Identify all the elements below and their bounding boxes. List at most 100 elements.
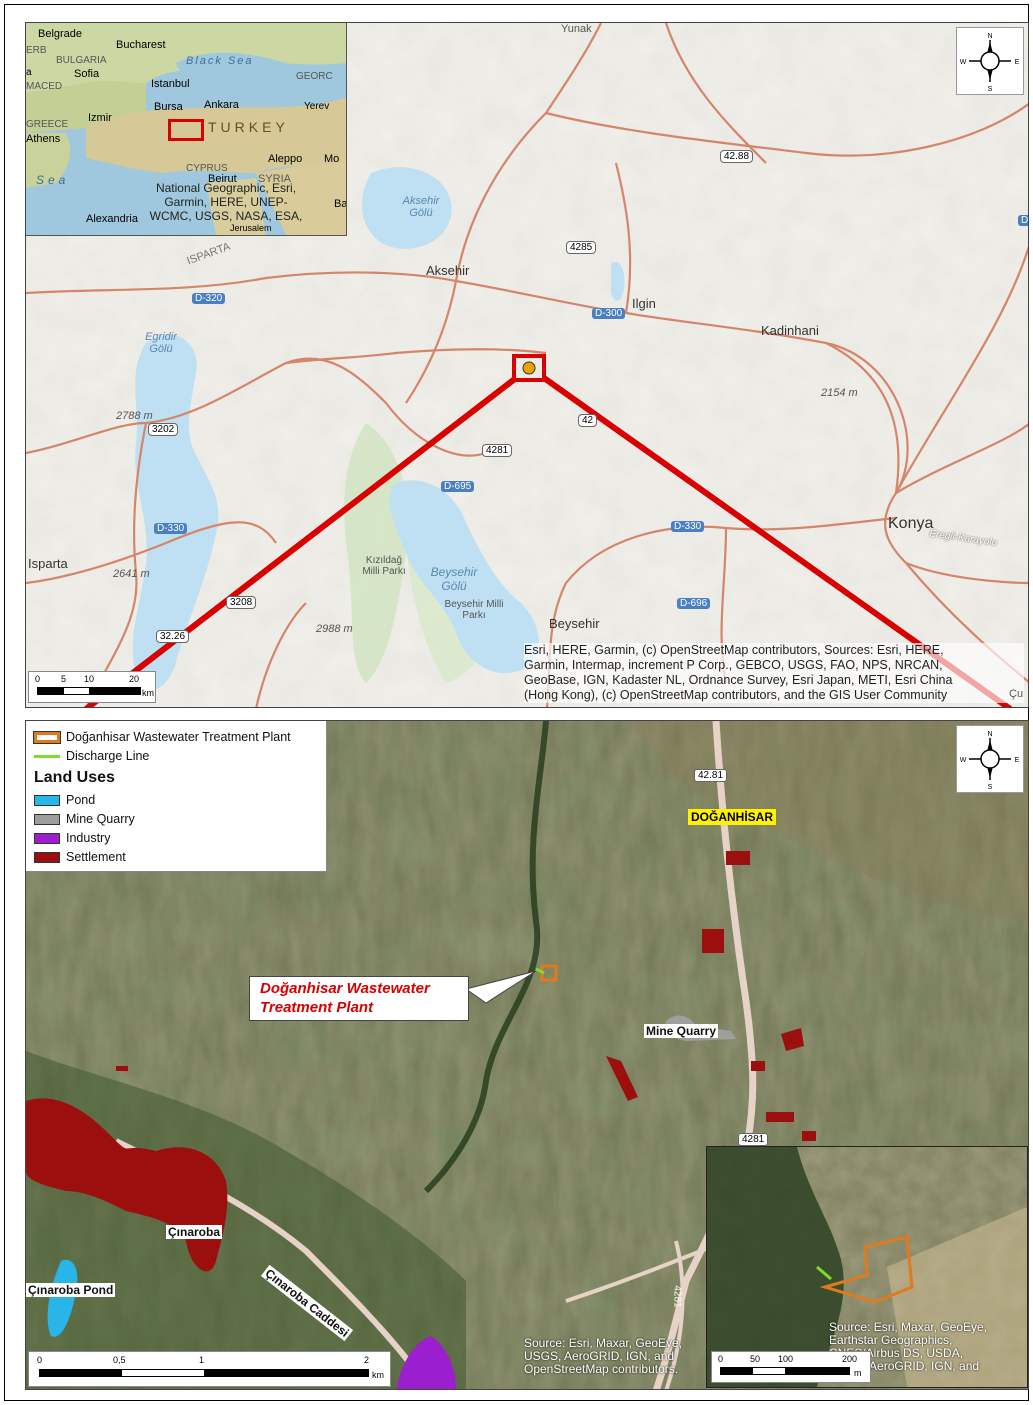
inset-label: Alexandria [86, 213, 138, 225]
road-shield: D-320 [192, 293, 226, 304]
road-shield: 3208 [226, 596, 257, 609]
legend-label: Industry [66, 831, 111, 845]
detail-plant-outline [819, 1235, 914, 1304]
road-shield: D-695 [441, 481, 475, 492]
village-label: Çınaroba [166, 1225, 223, 1239]
inset-label: GREECE [26, 119, 69, 130]
inset-country: TURKEY [208, 119, 289, 135]
place-isparta: Isparta [28, 556, 68, 571]
regional-attribution: Esri, HERE, Garmin, (c) OpenStreetMap co… [524, 643, 1024, 703]
callout-line-left [84, 375, 518, 707]
road-shield: D [1018, 215, 1028, 226]
legend-label: Discharge Line [66, 749, 150, 763]
compass-icon: N S E W [960, 33, 1020, 93]
legend-swatch-plant [33, 730, 61, 744]
inset-label: MACED [26, 81, 63, 92]
legend-label: Pond [66, 793, 96, 807]
legend-label: Mine Quarry [66, 812, 135, 826]
inset-sea-label: Black Sea [186, 55, 254, 67]
elevation-label: 2641 m [113, 568, 150, 580]
site-marker [522, 361, 536, 375]
road-shield: D-330 [154, 523, 188, 534]
inset-label: ERB [26, 45, 47, 56]
inset-sea-label: Sea [36, 173, 70, 187]
road-shield: 3202 [148, 423, 179, 436]
place-aksehir: Aksehir [426, 263, 470, 278]
legend-label: Settlement [66, 850, 126, 864]
svg-text:N: N [987, 731, 992, 738]
town-label: DOĞANHİSAR [688, 809, 777, 825]
inset-label: Belgrade [38, 28, 83, 40]
locator-box [512, 354, 546, 382]
north-arrow: N S E W [956, 725, 1024, 793]
inset-label: Aleppo [268, 153, 303, 165]
quarry-label: Mine Quarry [644, 1024, 719, 1038]
legend-swatch-settlement [34, 851, 60, 863]
inset-label: Bucharest [116, 39, 166, 51]
legend-title: Land Uses [34, 769, 115, 786]
place-konya: Konya [888, 515, 934, 532]
beysehir-lake [389, 480, 539, 674]
regional-scale-bar: 0 5 10 20 km [28, 671, 156, 703]
legend: Doğanhisar Wastewater Treatment Plant Di… [26, 721, 327, 872]
site-map[interactable]: Doğanhisar Wastewater Treatment Plant Di… [25, 720, 1029, 1390]
legend-swatch-pond [34, 794, 60, 806]
svg-text:N: N [987, 33, 992, 40]
industry-area [396, 1336, 456, 1389]
park-kizildag: Kızıldağ Milli Parkı [362, 555, 406, 577]
compass-icon: N S E W [960, 731, 1020, 791]
place-yunak: Yunak [561, 23, 592, 35]
svg-text:S: S [988, 784, 993, 791]
inset-locator [168, 119, 204, 141]
legend-swatch-industry [34, 832, 60, 844]
elevation-label: 2788 m [116, 410, 153, 422]
inset-label: GEORC [296, 71, 333, 82]
inset-label: BULGARIA [56, 55, 107, 66]
pond-label: Çınaroba Pond [26, 1283, 116, 1297]
inset-label: Sofia [74, 68, 100, 80]
road-shield: 42 [578, 414, 598, 427]
aksehir-lake [361, 167, 452, 249]
site-scale-bar: 0 0,5 1 2 km [28, 1351, 391, 1387]
road-shield: 32.26 [156, 630, 190, 643]
inset-label: Yerev [304, 101, 330, 112]
place-ilgin: Ilgin [632, 296, 656, 311]
north-arrow: N S E W [956, 27, 1024, 95]
detail-inset: Source: Esri, Maxar, GeoEye, Earthstar G… [706, 1146, 1028, 1388]
road-label: 4281 [671, 1285, 683, 1308]
cut-label: Çu [1009, 688, 1024, 700]
legend-label: Doğanhisar Wastewater Treatment Plant [66, 730, 291, 744]
detail-attribution: Source: Esri, Maxar, GeoEye, Earthstar G… [829, 1320, 988, 1373]
inset-label: CYPRUS [186, 163, 228, 174]
plant-callout: Doğanhisar Wastewater Treatment Plant [249, 976, 469, 1021]
svg-text:W: W [960, 59, 967, 66]
inset-map: Belgrade Bucharest BULGARIA Sofia MACED … [26, 23, 347, 236]
place-beysehir: Beysehir [549, 616, 600, 631]
road-shield: D-300 [592, 308, 626, 319]
park-beysehir: Beysehir Milli Parkı [444, 599, 504, 621]
road-shield: 4281 [738, 1133, 769, 1146]
detail-discharge-line [816, 1265, 832, 1281]
road-shield: 42.88 [720, 150, 754, 163]
lake-beysehir: Beysehir Gölü [430, 565, 478, 593]
inset-label: Izmir [88, 112, 112, 124]
road-shield: D-330 [671, 521, 705, 532]
regional-map[interactable]: Aksehir Ilgin Kadinhani Konya Beysehir I… [25, 22, 1029, 708]
elevation-label: 2154 m [821, 387, 858, 399]
inset-attribution: National Geographic, Esri, Garmin, HERE,… [149, 181, 303, 223]
callout-pointer [464, 970, 537, 1004]
svg-text:E: E [1015, 757, 1020, 764]
elevation-label: 2988 m [316, 623, 353, 635]
inset-label: Ba [334, 198, 347, 210]
inset-label: Ankara [204, 99, 239, 111]
lake-egridir: Egridir Gölü [145, 331, 177, 355]
svg-text:W: W [960, 757, 967, 764]
inset-label: Jerusalem [230, 223, 272, 233]
detail-scale-bar: 0 50 100 200 m [711, 1351, 871, 1383]
inset-label: Bursa [154, 101, 183, 113]
site-attribution: Source: Esri, Maxar, GeoEye, USGS, AeroG… [524, 1336, 683, 1376]
lake-aksehir: Aksehir Gölü [402, 195, 440, 219]
small-lake [611, 262, 625, 301]
inset-label: Beirut [208, 173, 237, 185]
inset-label: a [26, 67, 32, 78]
